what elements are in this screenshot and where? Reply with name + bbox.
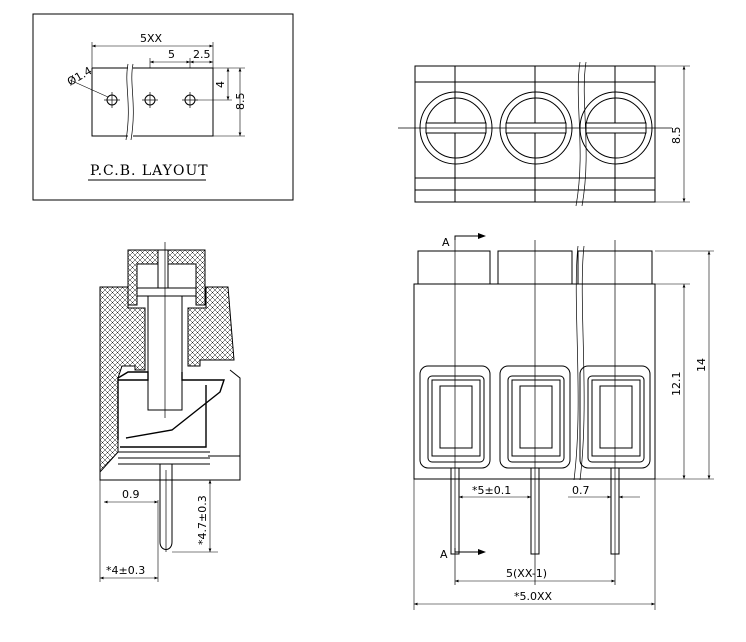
- side-screw-slot: [157, 249, 169, 289]
- side-clamp-base: [118, 451, 210, 465]
- top-view-break-line: [575, 61, 581, 207]
- pcb-dim-total: 5XX: [140, 32, 163, 45]
- side-screw-head: [127, 249, 206, 306]
- side-clamp-upper: [117, 371, 149, 440]
- pcb-outline-right: [133, 67, 214, 137]
- side-section-view: 0.9 *4±0.3 *4.7±0.3: [99, 242, 241, 582]
- front-dim-pitch-total: 5(XX-1): [506, 567, 547, 580]
- side-clamp-lower: [125, 372, 225, 439]
- section-arrow-bottom: [454, 548, 478, 553]
- top-dim-height: 8.5: [670, 127, 683, 145]
- pcb-dim-pitch: 5: [168, 48, 175, 61]
- pcb-dim-vertical: 8.5: [234, 93, 247, 111]
- front-break-line: [573, 245, 579, 481]
- front-screw-head-1: [417, 250, 491, 285]
- front-dim-pin-width: 0.7: [572, 484, 590, 497]
- pcb-break-line: [125, 63, 129, 141]
- top-view: 8.5: [398, 61, 690, 207]
- front-dim-height-body: 12.1: [670, 372, 683, 397]
- pcb-hole-3: [182, 92, 198, 108]
- side-dim-left-offset: 0.9: [122, 488, 140, 501]
- pcb-outline-left: [91, 67, 128, 137]
- section-mark-bottom: A: [440, 548, 448, 561]
- section-mark-top: A: [442, 236, 450, 249]
- front-view: A A *5±0.1 0.7 12.1 14 5(XX-1) *5.0XX: [413, 233, 714, 610]
- front-body: [413, 283, 656, 480]
- pcb-layout-frame: [32, 13, 294, 201]
- side-housing-right: [187, 286, 235, 367]
- section-arrow-top: [454, 235, 478, 240]
- side-body-base: [99, 455, 241, 481]
- front-dim-height-total: 14: [695, 358, 708, 372]
- side-dim-pin-length: *4.7±0.3: [196, 495, 209, 545]
- pcb-dim-vertical-small: 4: [214, 81, 227, 88]
- front-dim-total: *5.0XX: [514, 590, 553, 603]
- pcb-dim-half: 2.5: [193, 48, 211, 61]
- front-dim-pitch: *5±0.1: [472, 484, 511, 497]
- pcb-dim-hole: Ø1.4: [65, 64, 94, 88]
- side-dim-width: *4±0.3: [106, 564, 145, 577]
- pcb-layout-view: 5XX 5 2.5 4 8.5 Ø1.4 P.C.B. LAYOUT: [32, 13, 294, 201]
- pcb-layout-title: P.C.B. LAYOUT: [90, 163, 209, 179]
- pcb-hole-1: [104, 92, 120, 108]
- pcb-hole-2: [142, 92, 158, 108]
